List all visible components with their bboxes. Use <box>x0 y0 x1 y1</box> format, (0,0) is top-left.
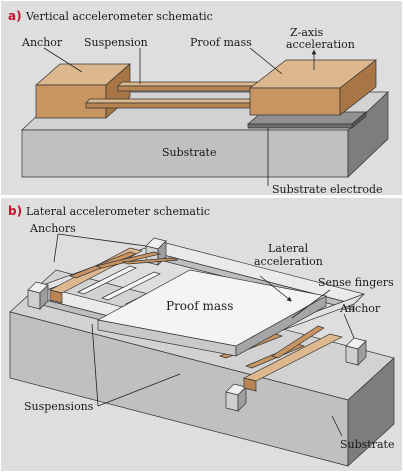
panel-b-substrate-label: Substrate <box>340 438 394 451</box>
anchors-leader-2 <box>57 233 147 247</box>
panel-b-proof-mass <box>96 269 328 357</box>
panel-a-proof-mass-label: Proof mass <box>190 36 252 49</box>
proof-mass-leader <box>249 47 283 75</box>
panel-a-suspension-label: Suspension <box>84 36 148 49</box>
panel-a-suspension <box>85 81 271 109</box>
panel-a-title: Vertical accelerometer schematic <box>25 10 213 23</box>
anchors-label: Anchors <box>29 222 76 235</box>
suspensions-leader-1 <box>91 323 99 407</box>
panel-a-substrate-label: Substrate <box>162 146 216 159</box>
anchor-leader-b <box>343 313 355 339</box>
sense-fingers-label: Sense fingers <box>318 276 394 289</box>
panel-b-title: Lateral accelerometer schematic <box>26 205 210 218</box>
lateral-label-line1: Lateral <box>268 242 309 255</box>
panel-b-proof-mass-label: Proof mass <box>166 299 233 313</box>
substrate-electrode-label: Substrate electrode <box>272 183 383 196</box>
z-axis-label-line2: acceleration <box>286 38 355 51</box>
panel-b: b) Lateral accelerometer schematic <box>1 198 402 471</box>
panel-b-anchor-label: Anchor <box>339 302 381 315</box>
suspensions-label: Suspensions <box>24 400 94 413</box>
suspensions-leader-2 <box>97 373 181 407</box>
z-axis-label-line1: Z-axis <box>290 26 324 39</box>
substrate-leader-b <box>331 415 343 437</box>
panel-a-anchor-label: Anchor <box>21 36 63 49</box>
lateral-label-line2: acceleration <box>254 255 323 268</box>
sense-fingers-leader <box>291 289 331 319</box>
panel-b-letter: b) <box>8 204 22 218</box>
panel-a: a) Vertical accelerometer schematic <box>1 1 402 196</box>
anchors-leader-1 <box>53 233 59 263</box>
panel-a-letter: a) <box>8 9 22 23</box>
anchor-leader <box>43 47 83 73</box>
lateral-acceleration-arrow <box>259 275 292 302</box>
panel-a-proof-mass <box>248 59 378 116</box>
